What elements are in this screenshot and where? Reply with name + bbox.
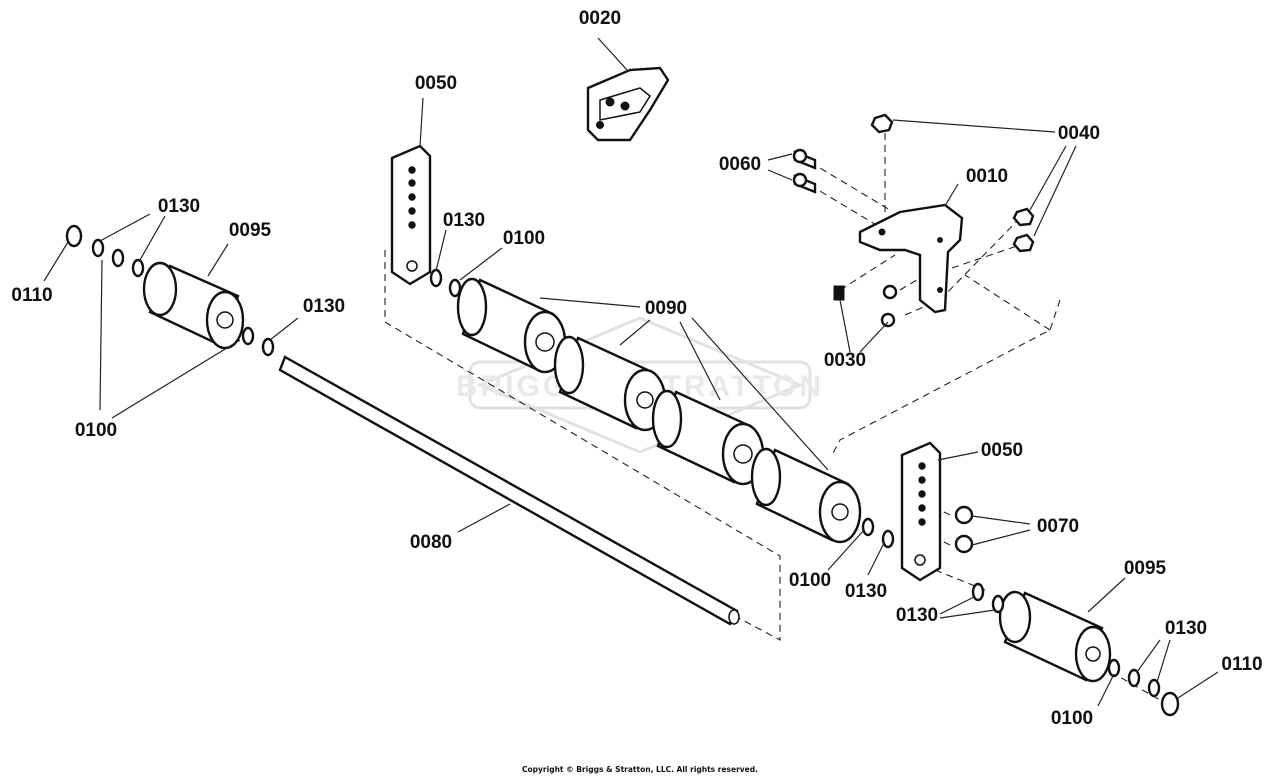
callout-0080: 0080 — [410, 532, 452, 553]
callout-0130-midleft: 0130 — [303, 296, 345, 317]
callout-0095-left: 0095 — [229, 220, 272, 241]
roller-0095-left — [142, 261, 245, 350]
roller-0090-1 — [456, 277, 567, 374]
roller-0090-3 — [651, 389, 765, 486]
callout-0130-mid: 0130 — [845, 581, 887, 602]
callout-0070: 0070 — [1037, 516, 1079, 537]
callout-0040: 0040 — [1058, 123, 1100, 144]
callout-0100-right: 0100 — [1051, 708, 1093, 729]
callout-0110-right: 0110 — [1221, 654, 1262, 675]
bolts-0030 — [833, 284, 898, 328]
bracket-0010 — [858, 203, 964, 314]
shaft-0080 — [278, 355, 740, 626]
callout-0020: 0020 — [579, 8, 621, 29]
plate-0050-left — [390, 144, 432, 286]
roller-0095-right — [998, 590, 1112, 683]
nuts-0040 — [870, 113, 1035, 253]
callout-0100-mid: 0100 — [789, 570, 831, 591]
callout-0130-lowmid: 0130 — [896, 605, 938, 626]
callout-0100-left: 0100 — [75, 420, 117, 441]
callout-0050-left: 0050 — [415, 73, 457, 94]
copyright-notice: Copyright © Briggs & Stratton, LLC. All … — [522, 765, 758, 774]
bolts-0060 — [792, 148, 817, 194]
callout-0130-plate: 0130 — [443, 210, 485, 231]
nuts-0070 — [954, 505, 974, 554]
plate-0050-right — [900, 441, 942, 582]
callout-0130-topleft: 0130 — [158, 196, 200, 217]
callout-0100-plate: 0100 — [503, 228, 545, 249]
leader-lines — [43, 37, 1219, 707]
callout-0010: 0010 — [966, 166, 1008, 187]
roller-0090-4 — [750, 447, 862, 544]
callout-0090: 0090 — [645, 298, 687, 319]
callout-0110-left: 0110 — [11, 285, 52, 306]
callout-labels: 0020 0050 0040 0060 0010 0130 0095 0110 … — [11, 8, 1262, 729]
callout-0050-right: 0050 — [981, 440, 1023, 461]
callout-0030: 0030 — [824, 350, 866, 371]
callout-0130-right: 0130 — [1165, 618, 1207, 639]
washers — [65, 224, 1180, 717]
callout-0095-right: 0095 — [1124, 558, 1167, 579]
bracket-0020 — [586, 66, 670, 142]
roller-0090-2 — [553, 335, 667, 432]
callout-0060: 0060 — [719, 154, 761, 175]
